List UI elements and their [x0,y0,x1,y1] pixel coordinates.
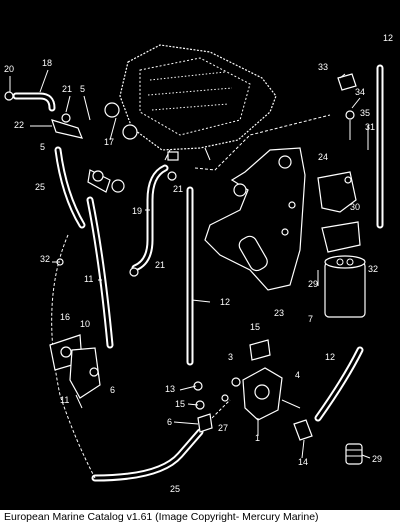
hose-19 [12,92,56,112]
callout-26: 27 [218,423,228,433]
callout-labels: 20 18 21 5 22 5 17 25 21 19 32 11 21 12 … [4,33,393,494]
callout-11: 11 [84,274,93,284]
hose-20 [131,164,169,272]
footer-caption: European Marine Catalog v1.61 (Image Cop… [4,511,319,523]
callout-14: 14 [298,457,308,467]
hose-12-lower [314,346,364,422]
callout-12-a: 12 [220,297,230,307]
callout-9: 10 [80,319,90,329]
callout-1: 1 [255,433,260,443]
callout-15: 15 [175,399,185,409]
routing-dash-left [51,234,96,479]
tee-fitting-4 [51,119,125,193]
callout-16: 15 [250,322,260,332]
lower-fittings [193,381,229,433]
elbow-14 [293,419,313,441]
callout-35: 35 [360,108,370,118]
callout-22: 22 [14,120,24,130]
callout-25-b: 25 [170,484,180,494]
engine-block [119,44,277,161]
callout-19: 18 [42,58,52,68]
callout-32: 32 [368,264,378,274]
copyright-footer: European Marine Catalog v1.61 (Image Cop… [0,510,400,527]
callout-4: 5 [80,84,85,94]
pump-housing-1 [231,339,301,421]
callout-24: 24 [318,152,328,162]
upper-right-fittings [337,73,369,150]
oil-filter-7 [324,255,366,318]
callout-12-c: 12 [325,352,335,362]
callout-2: 3 [228,352,233,362]
callout-5-a: 5 [40,142,45,152]
callout-3: 4 [295,370,300,380]
callout-18: 17 [104,137,114,147]
callout-10: 11 [60,395,69,405]
callout-7: 7 [308,314,313,324]
callout-5-b: 6 [110,385,115,395]
leader-lines [9,69,371,459]
filter-adapter-24 [317,171,361,253]
exploded-parts-diagram: 20 18 21 5 22 5 17 25 21 19 32 11 21 12 … [4,33,394,494]
callout-31: 31 [365,122,375,132]
plug-28 [345,443,363,465]
mounting-bracket-23 [204,147,306,291]
callout-13: 13 [165,384,175,394]
diagram-drawing: 20 18 21 5 22 5 17 25 21 19 32 11 21 12 … [4,33,393,494]
callout-28: 29 [372,454,382,464]
callout-20: 19 [132,206,142,216]
callout-12-b: 12 [383,33,393,43]
callout-27: 29 [308,279,318,289]
callout-33: 33 [318,62,328,72]
callout-30: 30 [350,202,360,212]
callout-34: 34 [355,87,365,97]
callout-25-a: 25 [35,182,45,192]
callout-29: 32 [40,254,50,264]
hose-25-left [54,146,86,229]
hose-25-bottom [91,428,204,482]
callout-21-b: 21 [62,84,72,94]
callout-21-a: 20 [4,64,14,74]
callout-6: 6 [167,417,172,427]
callout-21-c: 21 [173,184,183,194]
cover-assembly [49,334,101,409]
clamps [4,91,177,277]
callout-21-d: 21 [155,260,165,270]
callout-17: 16 [60,312,70,322]
callout-23: 23 [274,308,284,318]
routing-dash-top [194,114,331,171]
hose-11 [86,196,114,349]
